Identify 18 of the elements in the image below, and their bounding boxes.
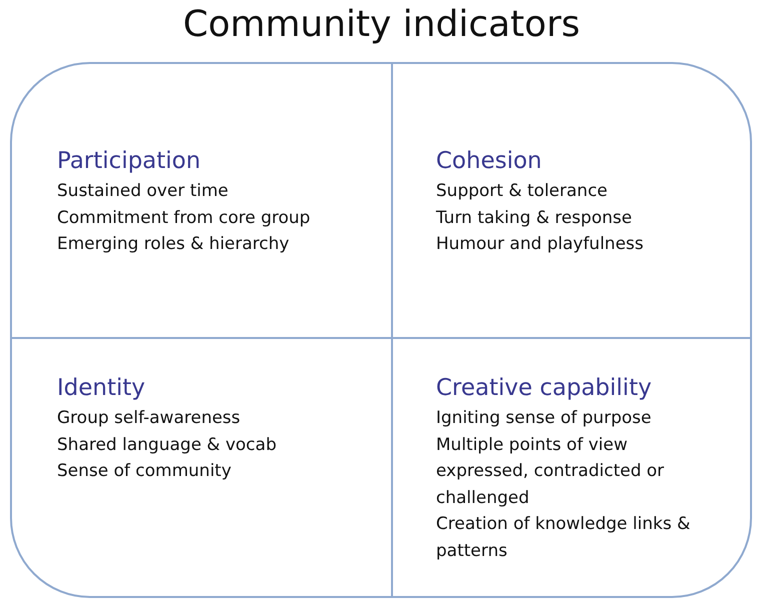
indicator-text: Humour and playfulness [436, 233, 644, 256]
indicator-text: Creation of knowledge links & patterns [436, 513, 692, 562]
indicator-text: Group self-awareness [57, 407, 242, 430]
indicator-text: Igniting sense of purpose [436, 407, 652, 430]
indicator-text: Support & tolerance [436, 180, 609, 203]
quadrant-panel [10, 62, 752, 598]
quadrant-heading: Cohesion [436, 147, 543, 176]
quadrant-heading: Creative capability [436, 374, 653, 403]
indicator-text: Shared language & vocab [57, 434, 278, 456]
indicator-text: Turn taking & response [436, 206, 633, 230]
indicator-text: Commitment from core group [57, 206, 312, 230]
quadrant-heading: Participation [57, 147, 202, 176]
indicator-text: Sense of community [57, 460, 232, 483]
diagram-title: Community indicators [182, 4, 582, 45]
indicator-text: Sustained over time [57, 180, 230, 203]
indicator-text: Emerging roles & hierarchy [57, 233, 290, 256]
quadrant-heading: Identity [57, 374, 146, 403]
indicator-text: Multiple points of view expressed, contradicted or challenged [436, 434, 666, 510]
